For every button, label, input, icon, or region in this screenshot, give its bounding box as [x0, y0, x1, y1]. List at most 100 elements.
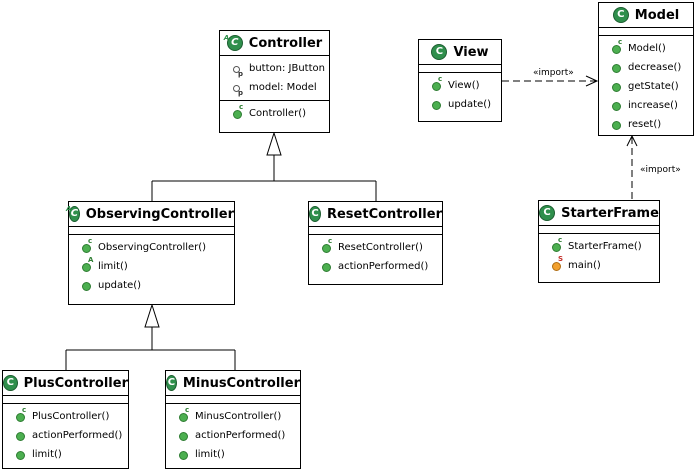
method-icon [16, 432, 25, 441]
method-icon [612, 64, 621, 73]
attributes-section [539, 226, 659, 234]
class-icon: C [612, 7, 629, 23]
class-icon: C [309, 206, 321, 222]
class-name: PlusController [23, 375, 128, 391]
abstract-method-icon: A [82, 257, 93, 272]
operation-row: actionPerformed() [166, 426, 300, 445]
constructor-icon: c [322, 238, 332, 253]
constructor-icon: c [233, 104, 243, 119]
class-name: Controller [248, 35, 323, 51]
attributes-section [166, 396, 300, 404]
constructor-icon: c [82, 238, 92, 253]
constructor-icon: c [552, 237, 562, 252]
operation-row: limit() [166, 445, 300, 464]
class-header: C MinusController [166, 371, 300, 396]
dependency-arrowhead-view-model [585, 75, 599, 87]
constructor-icon: c [432, 76, 442, 91]
method-icon [82, 282, 91, 291]
static-method-icon: S [552, 256, 563, 271]
class-name: Model [634, 7, 680, 23]
field-icon: p [233, 66, 243, 78]
operation-row: update() [69, 276, 234, 295]
constructor-icon: c [612, 39, 622, 54]
method-icon [612, 121, 621, 130]
constructor-icon: c [179, 407, 189, 422]
class-name: StarterFrame [561, 205, 659, 221]
dependency-arrowhead-starter-model [626, 134, 638, 147]
attributes-section [309, 227, 442, 235]
method-icon [179, 432, 188, 441]
dependency-label-view-model: «import» [533, 68, 574, 78]
dependency-label-starter-model: «import» [640, 165, 681, 175]
method-icon [612, 83, 621, 92]
class-name: ResetController [326, 206, 442, 222]
class-name: ObservingController [85, 206, 234, 222]
operation-row: actionPerformed() [309, 257, 442, 276]
method-icon [432, 101, 441, 110]
operation-row: update() [419, 95, 501, 114]
class-name: View [453, 44, 489, 60]
attributes-section [69, 227, 234, 235]
operation-row: limit() [3, 445, 128, 464]
class-header: C PlusController [3, 371, 128, 396]
operation-row: reset() [599, 115, 693, 134]
operation-row: increase() [599, 96, 693, 115]
attributes-section [419, 65, 501, 73]
attributes-section [599, 28, 693, 36]
operation-row: getState() [599, 77, 693, 96]
class-name: MinusController [182, 375, 300, 391]
operation-row: actionPerformed() [3, 426, 128, 445]
class-header: C StarterFrame [539, 201, 659, 226]
class-icon: C [539, 205, 556, 221]
method-icon [16, 451, 25, 460]
operation-row: decrease() [599, 58, 693, 77]
class-icon: C [3, 375, 18, 391]
generalization-arrowhead-observing [144, 303, 160, 328]
method-icon [322, 263, 331, 272]
class-header: C Model [599, 3, 693, 28]
method-icon [179, 451, 188, 460]
field-icon: p [233, 85, 243, 97]
constructor-icon: c [16, 407, 26, 422]
attributes-section [3, 396, 128, 404]
class-header: C ResetController [309, 202, 442, 227]
class-icon: C [166, 375, 177, 391]
method-icon [612, 102, 621, 111]
generalization-arrowhead-controller [266, 131, 282, 156]
